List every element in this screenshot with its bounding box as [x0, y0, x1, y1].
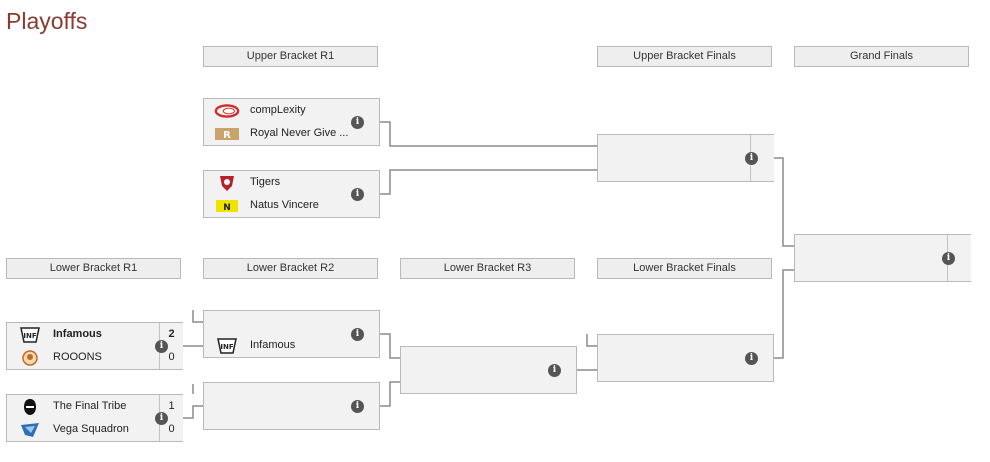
svg-text:R: R [223, 130, 231, 141]
header-lower-bracket-r1: Lower Bracket R1 [6, 258, 181, 279]
info-icon[interactable]: i [548, 364, 561, 377]
team-slot[interactable]: N Natus Vincere [204, 194, 356, 217]
team-name: Vega Squadron [53, 423, 129, 435]
header-lower-bracket-r3: Lower Bracket R3 [400, 258, 575, 279]
page-title: Playoffs [6, 8, 88, 34]
rng-logo: R [214, 125, 240, 142]
match-ub-finals[interactable] [597, 134, 774, 182]
team-slot[interactable] [598, 135, 750, 159]
final-tribe-logo [17, 398, 43, 415]
header-upper-bracket-finals: Upper Bracket Finals [597, 46, 772, 67]
match-lb-r1-2[interactable]: The Final Tribe 1 Vega Squadron 0 [6, 394, 183, 442]
svg-text:N: N [223, 203, 231, 213]
team-slot[interactable] [401, 370, 576, 393]
match-lb-r1-1[interactable]: INF Infamous 2 ROOONS 0 [6, 322, 183, 370]
svg-text:INF: INF [220, 343, 233, 351]
header-lower-bracket-r2: Lower Bracket R2 [203, 258, 378, 279]
svg-text:INF: INF [23, 332, 36, 340]
team-slot[interactable]: ROOONS [7, 346, 159, 369]
infamous-logo: INF [17, 326, 43, 343]
team-slot[interactable] [598, 158, 750, 181]
infamous-logo: INF [214, 337, 240, 354]
complexity-logo [214, 102, 240, 119]
team-name: ROOONS [53, 351, 102, 363]
team-slot[interactable]: INF Infamous [204, 334, 379, 357]
team-slot[interactable] [795, 235, 947, 259]
match-lb-r3[interactable] [400, 346, 577, 394]
team-name: compLexity [250, 104, 306, 116]
team-slot[interactable] [598, 358, 773, 381]
team-slot[interactable]: Tigers [204, 171, 356, 195]
tigers-logo [214, 174, 240, 191]
match-lb-r2-2[interactable] [203, 382, 380, 430]
header-grand-finals: Grand Finals [794, 46, 969, 67]
info-icon[interactable]: i [351, 116, 364, 129]
team-name: Tigers [250, 176, 281, 188]
team-name: The Final Tribe [53, 400, 127, 412]
info-icon[interactable]: i [155, 412, 168, 425]
header-lower-bracket-finals: Lower Bracket Finals [597, 258, 772, 279]
team-name: Infamous [250, 339, 296, 351]
team-slot[interactable]: The Final Tribe [7, 395, 159, 419]
info-icon[interactable]: i [155, 340, 168, 353]
team-slot[interactable] [795, 258, 947, 281]
team-slot[interactable] [204, 311, 379, 335]
info-icon[interactable]: i [351, 188, 364, 201]
info-icon[interactable]: i [942, 252, 955, 265]
navi-logo: N [214, 197, 240, 214]
team-slot[interactable]: R Royal Never Give ... [204, 122, 356, 145]
team-slot[interactable]: Vega Squadron [7, 418, 159, 441]
score-cell [750, 158, 774, 181]
match-ub-r1-1[interactable]: compLexity R Royal Never Give ... [203, 98, 380, 146]
rooons-logo [17, 349, 43, 366]
team-slot[interactable] [204, 406, 379, 429]
info-icon[interactable]: i [351, 328, 364, 341]
match-lb-r2-1[interactable]: INF Infamous [203, 310, 380, 358]
team-slot[interactable] [598, 335, 773, 359]
vega-logo [17, 421, 43, 438]
team-name: Natus Vincere [250, 199, 319, 211]
info-icon[interactable]: i [745, 352, 758, 365]
team-name: Infamous [53, 328, 102, 340]
match-ub-r1-2[interactable]: Tigers N Natus Vincere [203, 170, 380, 218]
info-icon[interactable]: i [745, 152, 758, 165]
info-icon[interactable]: i [351, 400, 364, 413]
header-upper-bracket-r1: Upper Bracket R1 [203, 46, 378, 67]
match-lb-finals[interactable] [597, 334, 774, 382]
score-cell [947, 258, 971, 281]
team-name: Royal Never Give ... [250, 127, 349, 139]
match-grand-finals[interactable] [794, 234, 971, 282]
team-slot[interactable]: compLexity [204, 99, 356, 123]
team-slot[interactable]: INF Infamous [7, 323, 159, 347]
